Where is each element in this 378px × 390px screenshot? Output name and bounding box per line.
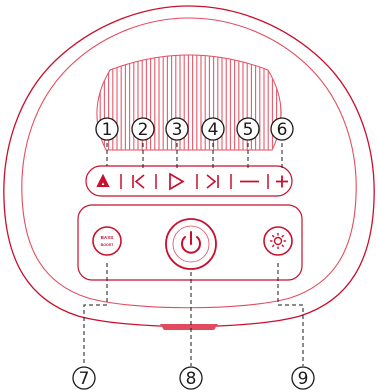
callout-markers: 1 2 3 4 5 6 7 8 9 xyxy=(73,118,314,389)
play-icon xyxy=(170,174,183,189)
plus-icon xyxy=(276,176,288,188)
callout-5: 5 xyxy=(237,118,259,140)
play-pause-button[interactable] xyxy=(170,174,183,189)
callout-1: 1 xyxy=(96,118,118,140)
callout-number: 3 xyxy=(172,120,183,140)
callout-number: 1 xyxy=(102,120,113,140)
callout-6: 6 xyxy=(271,118,293,140)
previous-track-button[interactable] xyxy=(133,175,144,188)
callout-9: 9 xyxy=(292,367,314,389)
callout-number: 5 xyxy=(243,120,254,140)
callout-number: 6 xyxy=(277,120,288,140)
volume-up-button[interactable] xyxy=(276,176,288,188)
bluetooth-button[interactable] xyxy=(98,176,108,186)
control-strip xyxy=(86,166,292,196)
callout-number: 4 xyxy=(208,120,219,140)
callout-3: 3 xyxy=(166,118,188,140)
next-track-button[interactable] xyxy=(207,175,218,188)
leader-lines xyxy=(84,143,303,366)
callout-number: 7 xyxy=(79,369,90,389)
bass-boost-button[interactable]: BASS BOOST xyxy=(93,227,121,255)
light-button[interactable] xyxy=(264,227,292,255)
bass-label: BASS xyxy=(101,235,114,240)
power-icon xyxy=(182,232,200,253)
callout-8: 8 xyxy=(180,367,202,389)
callout-number: 9 xyxy=(298,369,309,389)
speaker-foot xyxy=(160,324,218,330)
callout-number: 8 xyxy=(186,369,197,389)
power-button[interactable] xyxy=(166,219,216,269)
skip-forward-icon xyxy=(207,175,218,188)
sun-icon xyxy=(270,233,286,249)
boost-label: BOOST xyxy=(101,243,115,247)
bluetooth-icon xyxy=(98,176,108,186)
callout-7: 7 xyxy=(73,367,95,389)
skip-back-icon xyxy=(133,175,144,188)
callout-number: 2 xyxy=(138,120,149,140)
callout-2: 2 xyxy=(132,118,154,140)
callout-4: 4 xyxy=(202,118,224,140)
